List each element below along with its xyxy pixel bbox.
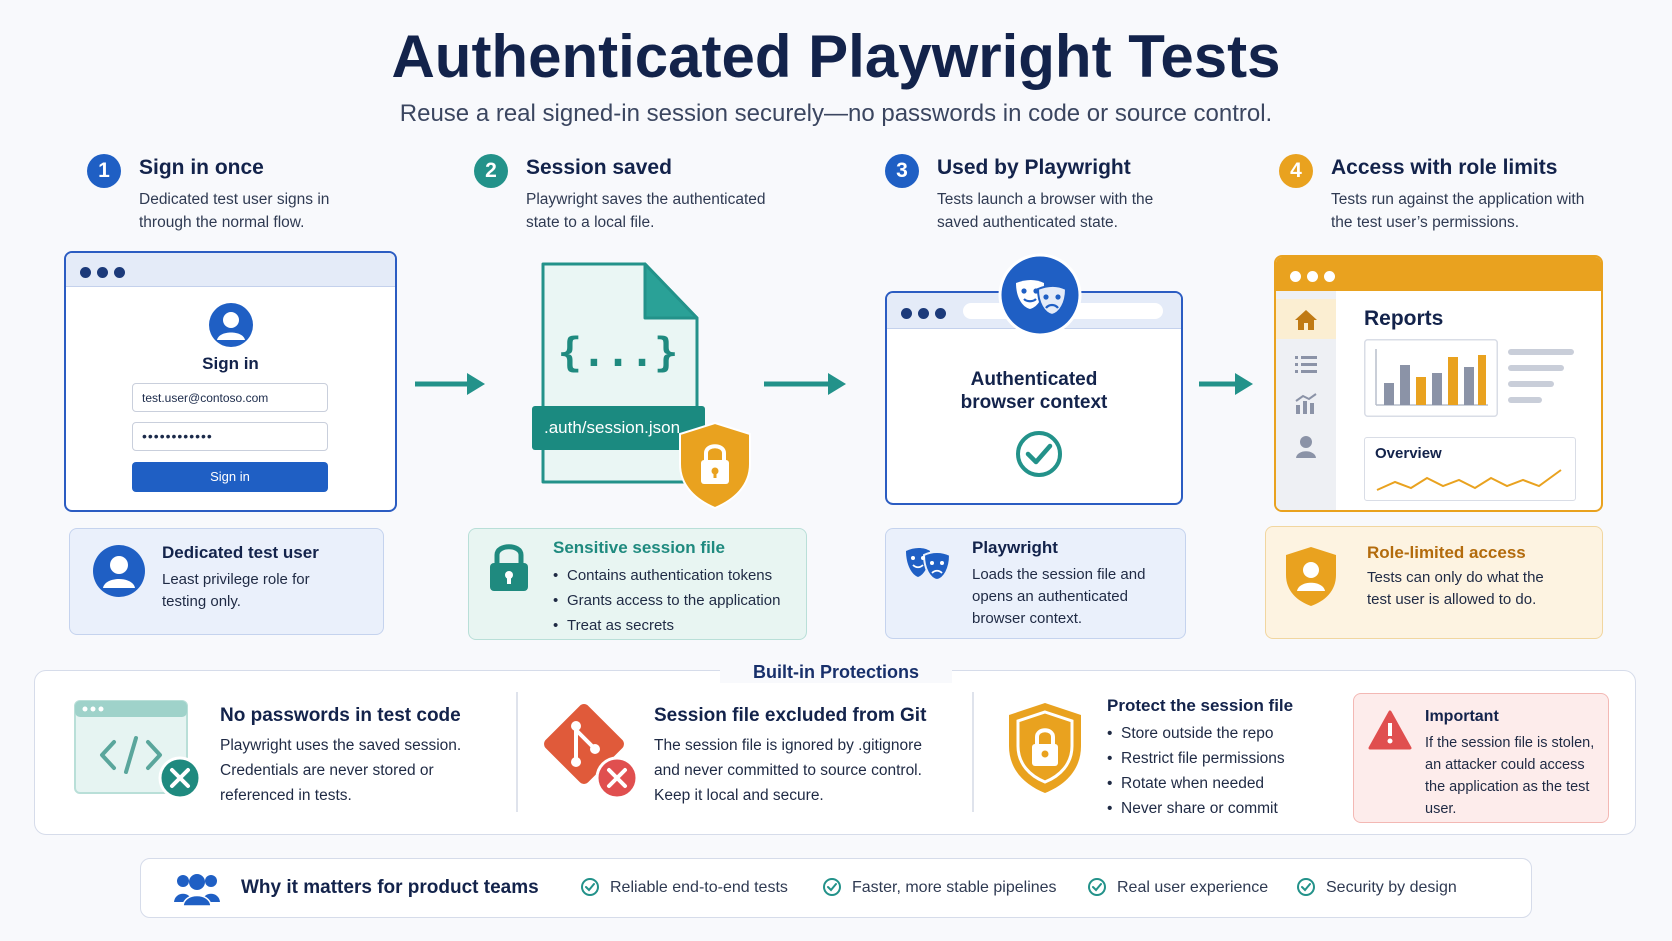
divider [516,692,518,812]
why-item-label: Reliable end-to-end tests [610,879,788,896]
protection-3-item: Never share or commit [1107,796,1307,821]
card-sensitive-session-file: Sensitive session file Contains authenti… [468,528,807,640]
step-3-number: 3 [885,154,919,188]
shield-lock-icon [679,421,751,510]
check-circle-icon [1297,878,1315,896]
signin-window: Sign in test.user@contoso.com ••••••••••… [64,251,397,512]
protection-3-item: Restrict file permissions [1107,746,1307,771]
card-2-item: Grants access to the application [553,588,803,613]
step-4-number: 4 [1279,154,1313,188]
password-field[interactable]: •••••••••••• [132,422,328,451]
check-circle-icon [1016,431,1062,477]
user-icon[interactable] [1295,435,1317,459]
card-2-list: Contains authentication tokens Grants ac… [553,563,803,638]
code-window-x-icon [74,700,202,800]
signin-button[interactable]: Sign in [132,462,328,492]
step-1-desc: Dedicated test user signs in through the… [139,191,330,231]
card-role-limited-access: Role-limited access Tests can only do wh… [1265,526,1603,639]
arrow-icon [415,373,485,395]
check-circle-icon [581,878,599,896]
protection-3-list: Store outside the repo Restrict file per… [1107,721,1307,821]
signin-window-titlebar [66,253,395,287]
text-lines-graphic [1508,349,1574,403]
window-dots [80,265,131,283]
card-4-title: Role-limited access [1367,543,1526,562]
why-item-label: Security by design [1326,879,1457,896]
important-callout: Important If the session file is stolen,… [1353,693,1609,823]
team-icon [174,874,220,906]
user-avatar-icon [209,303,253,347]
bar-chart-graphic [1364,339,1498,417]
protection-2-title: Session file excluded from Git [654,705,927,726]
git-x-icon [544,704,639,800]
card-playwright: Playwright Loads the session file and op… [885,528,1186,639]
important-desc: If the session file is stolen, an attack… [1425,735,1595,817]
playwright-masks-icon [906,548,952,581]
home-icon[interactable] [1294,309,1318,331]
why-item: Faster, more stable pipelines [823,878,1057,897]
warning-icon [1368,710,1412,750]
card-3-desc: Loads the session file and opens an auth… [972,566,1146,627]
protection-1-title: No passwords in test code [220,705,461,726]
user-avatar-icon [93,545,145,597]
why-item: Real user experience [1088,878,1269,897]
list-icon[interactable] [1294,354,1318,374]
reports-title: Reports [1364,307,1444,330]
page-subtitle: Reuse a real signed-in session securely—… [399,100,1273,127]
card-4-desc: Tests can only do what the test user is … [1367,569,1544,608]
card-2-title: Sensitive session file [553,538,725,557]
protection-3-item: Rotate when needed [1107,771,1307,796]
card-3-title: Playwright [972,538,1058,557]
why-it-matters-title: Why it matters for product teams [241,877,539,898]
protection-3-item: Store outside the repo [1107,721,1307,746]
reports-window-titlebar [1276,257,1601,291]
card-1-title: Dedicated test user [162,543,319,562]
window-dots [1290,269,1341,287]
shield-lock-icon [1009,703,1081,793]
important-title: Important [1425,708,1499,725]
arrow-icon [1199,373,1253,395]
protection-1-desc: Playwright uses the saved session. Crede… [220,737,462,804]
session-filename-label: .auth/session.json [532,406,705,450]
why-it-matters-bar [140,858,1532,918]
step-4-desc: Tests run against the application with t… [1331,191,1585,231]
step-4-title: Access with role limits [1331,156,1558,179]
email-field[interactable]: test.user@contoso.com [132,383,328,412]
card-2-item: Contains authentication tokens [553,563,803,588]
why-item-label: Real user experience [1117,879,1269,896]
page-title: Authenticated Playwright Tests [391,23,1281,90]
step-1-title: Sign in once [139,156,264,179]
step-3-title: Used by Playwright [937,156,1131,179]
step-2-title: Session saved [526,156,672,179]
arrow-icon [764,373,846,395]
trend-line-graphic [1376,469,1562,491]
overview-panel: Overview [1364,437,1576,501]
why-item-label: Faster, more stable pipelines [852,879,1057,896]
json-braces: {...} [557,330,679,376]
window-dots [901,306,952,324]
overview-label: Overview [1375,445,1442,462]
chart-icon[interactable] [1294,393,1318,415]
card-2-item: Treat as secrets [553,613,803,638]
protection-2-desc: The session file is ignored by .gitignor… [654,737,922,804]
divider [972,692,974,812]
check-circle-icon [823,878,841,896]
why-item: Security by design [1297,878,1457,897]
playwright-masks-icon [998,253,1082,337]
reports-window: Reports Overview [1274,255,1603,512]
step-3-desc: Tests launch a browser with the saved au… [937,191,1154,231]
browser-context-label: Authenticated browser context [960,369,1108,413]
card-dedicated-test-user: Dedicated test user Least privilege role… [69,528,384,635]
step-2-desc: Playwright saves the authenticated state… [526,191,766,231]
lock-icon [490,544,528,591]
shield-user-icon [1286,547,1336,606]
card-1-desc: Least privilege role for testing only. [162,571,310,610]
step-1-number: 1 [87,154,121,188]
check-circle-icon [1088,878,1106,896]
step-2-number: 2 [474,154,508,188]
protections-title: Built-in Protections [720,662,952,683]
why-item: Reliable end-to-end tests [581,878,788,897]
protection-3-title: Protect the session file [1107,696,1294,715]
signin-heading: Sign in [202,354,259,373]
